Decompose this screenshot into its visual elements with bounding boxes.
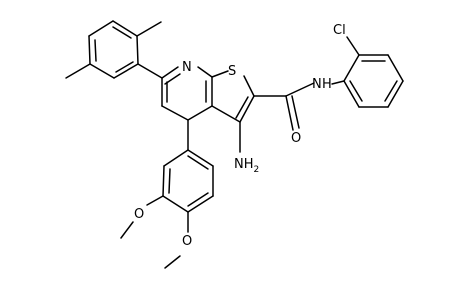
bond — [346, 36, 360, 56]
atom-nh2: NH2 — [234, 157, 259, 175]
bond — [164, 255, 181, 269]
atom-labels: N S N H Cl O NH2 O O — [134, 23, 346, 249]
bond — [235, 96, 249, 119]
atom-o-carbonyl: O — [291, 131, 301, 146]
bond — [112, 26, 132, 39]
bond — [112, 20, 138, 37]
bond — [94, 39, 97, 62]
bond — [187, 149, 214, 167]
bond — [291, 95, 300, 129]
bond — [161, 66, 179, 79]
bond — [285, 95, 294, 131]
bond — [343, 80, 360, 108]
bond — [343, 54, 360, 82]
bond — [89, 63, 115, 79]
bond — [163, 149, 189, 167]
bond — [285, 82, 315, 97]
bond — [331, 80, 345, 85]
bond — [120, 221, 134, 239]
nh2-subscript: 2 — [254, 165, 260, 175]
atom-n-amide: N — [312, 77, 322, 92]
bond — [161, 105, 189, 121]
bond — [65, 63, 91, 79]
bond — [115, 61, 134, 73]
bond — [162, 195, 189, 213]
bond — [146, 195, 164, 206]
bond — [187, 155, 209, 170]
bond — [136, 35, 139, 65]
bonds — [65, 20, 404, 269]
bond — [243, 75, 255, 97]
bond — [136, 21, 162, 37]
bond — [137, 63, 163, 79]
atom-h-amide: H — [322, 77, 332, 92]
bond — [88, 35, 91, 65]
bond — [187, 105, 213, 121]
atom-o-methoxy-2: O — [182, 234, 192, 249]
bond — [387, 80, 404, 108]
bond — [197, 66, 213, 78]
atom-cl: Cl — [333, 23, 346, 38]
bond — [239, 95, 255, 123]
bond — [88, 20, 114, 37]
bond — [162, 165, 165, 197]
bond — [113, 63, 139, 79]
bond — [384, 80, 398, 102]
bond — [349, 80, 363, 102]
nh2-n-label: NH — [234, 157, 254, 172]
bond — [168, 168, 171, 194]
bond — [211, 70, 229, 78]
bond — [387, 54, 404, 82]
bond — [187, 195, 214, 213]
bond — [187, 192, 209, 207]
bond — [211, 105, 241, 123]
atom-n-ring: N — [182, 60, 192, 75]
atom-o-methoxy-1: O — [134, 207, 144, 222]
atom-s-ring: S — [228, 64, 236, 79]
